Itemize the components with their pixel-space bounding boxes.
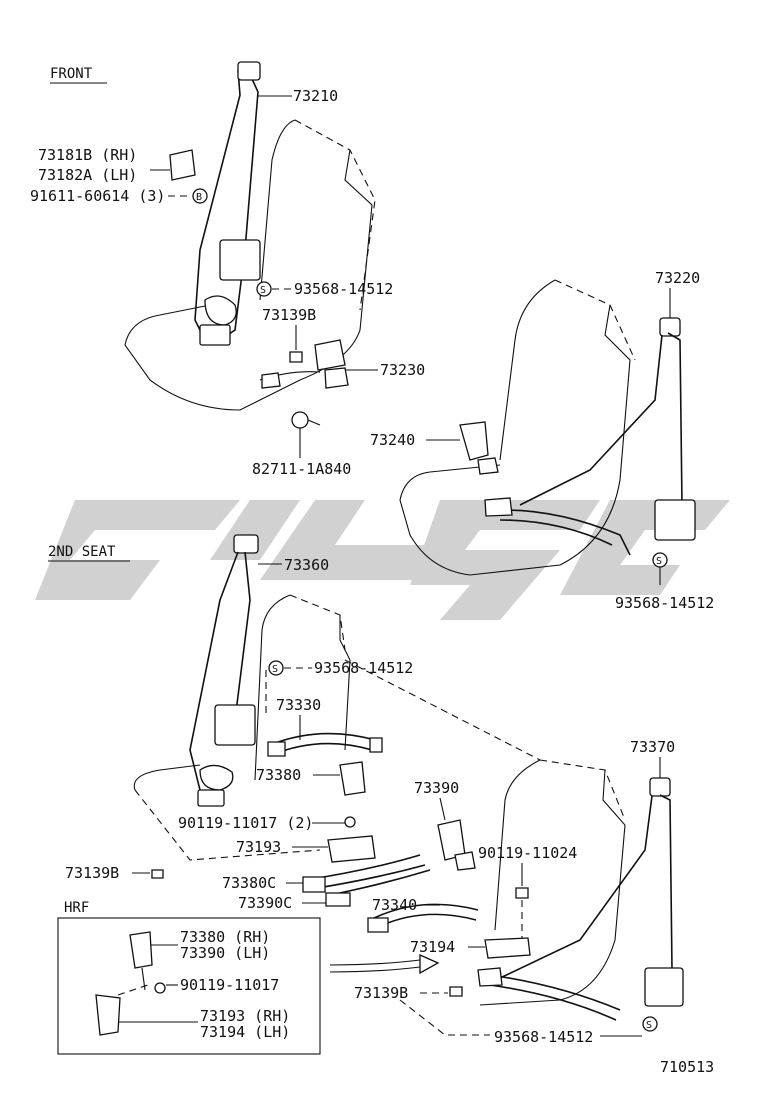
- b-marker-icon: B: [192, 188, 208, 204]
- bolt-90119-11024: [515, 887, 529, 899]
- label-73220: 73220: [655, 269, 700, 287]
- label-73240: 73240: [370, 431, 415, 449]
- label-73390: 73390: [414, 779, 459, 797]
- second-bolt-73139b: [151, 869, 164, 879]
- second-belt-73390c: [325, 869, 431, 907]
- second-right-retractor-belt: [477, 777, 684, 1021]
- front-clip-82711: [291, 411, 321, 440]
- label-hrf-73390: 73390 (LH): [180, 944, 270, 962]
- label-82711: 82711-1A840: [252, 460, 351, 478]
- section-second-seat-label: 2ND SEAT: [48, 544, 116, 560]
- s-marker-icon: S: [642, 1016, 658, 1032]
- label-73181b: 73181B (RH): [38, 146, 137, 164]
- section-front-label: FRONT: [50, 66, 93, 82]
- hrf-buckle: [129, 931, 153, 991]
- label-90119-11017-2: 90119-11017 (2): [178, 814, 313, 832]
- label-93568-d: 93568-14512: [494, 1028, 593, 1046]
- s-marker-icon: S: [256, 281, 272, 297]
- label-73380c: 73380C: [222, 874, 276, 892]
- label-73230: 73230: [380, 361, 425, 379]
- second-belt-73330: [267, 732, 383, 757]
- second-anchor-73193: [327, 816, 376, 863]
- label-73370: 73370: [630, 738, 675, 756]
- hrf-inset-box: [57, 917, 321, 1055]
- front-retractor-belt: [194, 61, 261, 346]
- label-90119-11024: 90119-11024: [478, 844, 577, 862]
- svg-text:S: S: [260, 285, 266, 296]
- label-hrf-73194: 73194 (LH): [200, 1023, 290, 1041]
- leader-73390: [439, 797, 446, 821]
- second-belt-73380c: [302, 854, 426, 893]
- figure-number: 710513: [660, 1058, 714, 1076]
- second-right-bolt-73139b: [449, 986, 463, 997]
- label-73139b-b: 73139B: [65, 864, 119, 882]
- front-right-seat-outline: [399, 279, 636, 576]
- label-hrf-90119: 90119-11017: [180, 976, 279, 994]
- front-right-retractor-belt: [484, 317, 696, 556]
- s-marker-icon: S: [652, 552, 668, 568]
- svg-text:S: S: [272, 664, 278, 675]
- second-right-seat-outline: [479, 759, 626, 1006]
- label-73210: 73210: [293, 87, 338, 105]
- front-bolt-73139b: [289, 351, 303, 363]
- label-73139b-a: 73139B: [262, 306, 316, 324]
- second-buckle-73380: [339, 761, 366, 796]
- label-73380: 73380: [256, 766, 301, 784]
- second-seat-outline: [133, 594, 541, 861]
- leader-93568-d-left: [399, 999, 490, 1036]
- label-93568-a: 93568-14512: [294, 280, 393, 298]
- second-right-buckle-73390: [437, 819, 476, 871]
- label-73360: 73360: [284, 556, 329, 574]
- s-marker-icon: S: [268, 660, 284, 676]
- section-hrf-label: HRF: [64, 900, 89, 916]
- svg-text:S: S: [656, 556, 662, 567]
- second-right-anchor-73194: [484, 937, 531, 959]
- svg-text:B: B: [196, 192, 202, 203]
- second-right-belt-73340: [367, 903, 479, 933]
- arrow-icon: [329, 953, 440, 975]
- label-73182a: 73182A (LH): [38, 166, 137, 184]
- front-buckle-73230: [259, 339, 349, 389]
- label-93568-b: 93568-14512: [615, 594, 714, 612]
- label-73390c: 73390C: [238, 894, 292, 912]
- label-73340: 73340: [372, 896, 417, 914]
- label-73330: 73330: [276, 696, 321, 714]
- front-right-buckle-73240: [459, 421, 499, 475]
- label-93568-c: 93568-14512: [314, 659, 413, 677]
- label-73193: 73193: [236, 838, 281, 856]
- svg-text:S: S: [646, 1020, 652, 1031]
- hrf-anchor: [95, 982, 166, 1036]
- label-hrf-73193: 73193 (RH): [200, 1007, 290, 1025]
- second-retractor-belt: [189, 534, 259, 807]
- label-73139b-c: 73139B: [354, 984, 408, 1002]
- label-hrf-73380: 73380 (RH): [180, 928, 270, 946]
- label-91611: 91611-60614 (3): [30, 187, 165, 205]
- label-73194: 73194: [410, 938, 455, 956]
- front-bracket-73181b: [169, 149, 196, 181]
- front-seat-outline: [124, 119, 376, 411]
